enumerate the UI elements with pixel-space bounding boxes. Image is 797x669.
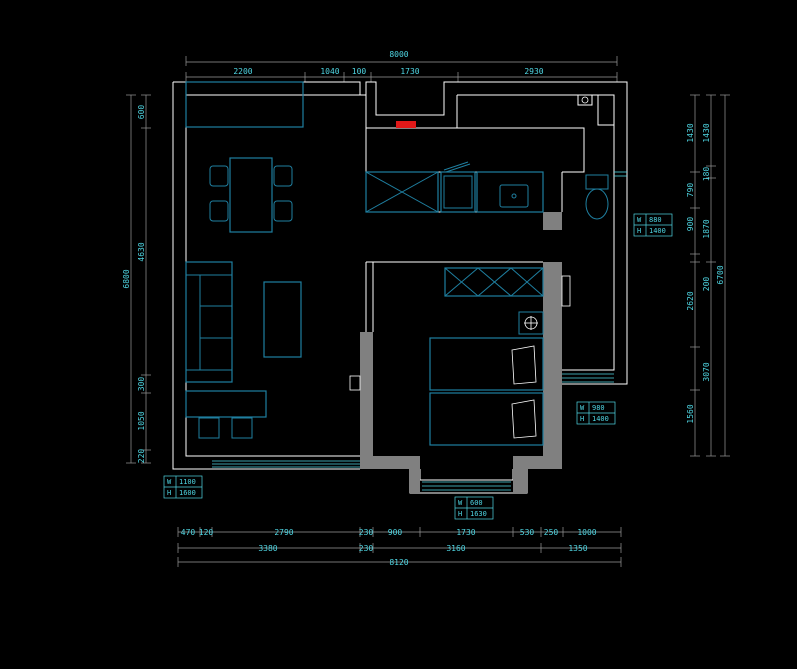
top-dimension-lines	[185, 56, 618, 82]
window-tag-3-w: 600	[470, 499, 483, 507]
structural-columns	[349, 212, 571, 493]
window-tag-4-h-label: H	[167, 489, 171, 497]
window-tag-3: W 600 H 1630	[454, 496, 494, 520]
sofa	[185, 261, 233, 383]
bed-upper	[429, 337, 544, 391]
window-tag-4-h: 1600	[179, 489, 196, 497]
dim-right-outer-3: 1870	[702, 219, 711, 238]
coffee-table	[263, 281, 302, 358]
dim-top-seg-1: 2200	[233, 67, 252, 76]
window-tag-2-w-label: W	[580, 404, 585, 412]
dim-right-inner-1: 1430	[686, 123, 695, 142]
dim-bottom-r1-6: 1730	[456, 528, 475, 537]
dim-bottom-r1-8: 250	[544, 528, 559, 537]
right-dimension-lines	[690, 94, 730, 457]
dim-top-seg-3: 100	[352, 67, 367, 76]
bottom-dimension-lines	[177, 527, 622, 567]
window-tag-2: W 980 H 1400	[576, 401, 616, 425]
window-tag-4-w: 1100	[179, 478, 196, 486]
dim-right-outer-1: 1430	[702, 123, 711, 142]
dim-bottom-r1-2: 120	[199, 528, 214, 537]
entry-door-marker	[396, 121, 416, 128]
dim-right-inner-5: 2620	[686, 291, 695, 310]
dim-left-seg-4: 1050	[137, 411, 146, 430]
window-tag-1-h: 1400	[649, 227, 666, 235]
window-tag-3-w-label: W	[458, 499, 463, 507]
window-tag-2-h: 1400	[592, 415, 609, 423]
dim-right-inner-7: 1560	[686, 404, 695, 423]
window-tag-1-w: 880	[649, 216, 662, 224]
dim-right-outer-2: 180	[702, 167, 711, 182]
dim-bottom-r2-1: 3380	[258, 544, 277, 553]
dim-right-inner-4: 200	[702, 277, 711, 292]
window-tag-2-w: 980	[592, 404, 605, 412]
dim-bottom-r1-3: 2790	[274, 528, 293, 537]
windows	[212, 171, 627, 491]
dim-left-seg-3: 300	[137, 377, 146, 392]
dim-top-seg-4: 1730	[400, 67, 419, 76]
window-tag-3-h-label: H	[458, 510, 462, 518]
dim-right-inner-2: 790	[686, 183, 695, 198]
dim-bottom-r1-1: 470	[181, 528, 196, 537]
dim-right-inner-3: 900	[686, 217, 695, 232]
left-dimension-lines	[126, 94, 151, 464]
dim-top-overall: 8000	[389, 50, 408, 59]
tv-cabinet	[185, 390, 267, 439]
dim-bottom-r1-7: 530	[520, 528, 535, 537]
dining-table-set	[209, 157, 293, 233]
dim-bottom-r1-9: 1000	[577, 528, 596, 537]
window-tag-4: W 1100 H 1600	[163, 475, 203, 499]
dim-top-seg-5: 2930	[524, 67, 543, 76]
dim-left-seg-1: 600	[137, 105, 146, 120]
window-tag-1: W 880 H 1400	[633, 213, 673, 237]
window-tag-1-w-label: W	[637, 216, 642, 224]
washbasin	[577, 94, 615, 126]
dim-bottom-r1-5: 900	[388, 528, 403, 537]
dim-top-seg-2: 1040	[320, 67, 339, 76]
dim-bottom-r1-4: 230	[359, 528, 374, 537]
dim-bottom-overall: 8120	[389, 558, 408, 567]
window-tag-1-h-label: H	[637, 227, 641, 235]
bed-lower	[429, 392, 544, 446]
window-tag-3-h: 1630	[470, 510, 487, 518]
dim-left-seg-5: 220	[137, 449, 146, 464]
kitchen-counter	[365, 161, 544, 213]
window-tag-2-h-label: H	[580, 415, 584, 423]
dim-right-inner-6: 3070	[702, 362, 711, 381]
wardrobe	[444, 267, 544, 297]
dim-right-outer-4: 6700	[716, 265, 725, 284]
dim-bottom-r2-4: 1350	[568, 544, 587, 553]
dim-left-seg-2: 4630	[137, 242, 146, 261]
dim-bottom-r2-2: 230	[359, 544, 374, 553]
dim-bottom-r2-3: 3160	[446, 544, 465, 553]
window-tag-4-w-label: W	[167, 478, 172, 486]
toilet	[585, 174, 609, 220]
dim-left-overall: 6800	[122, 269, 131, 288]
storage-cabinet	[185, 81, 304, 128]
floor-drain-icon	[518, 311, 544, 335]
